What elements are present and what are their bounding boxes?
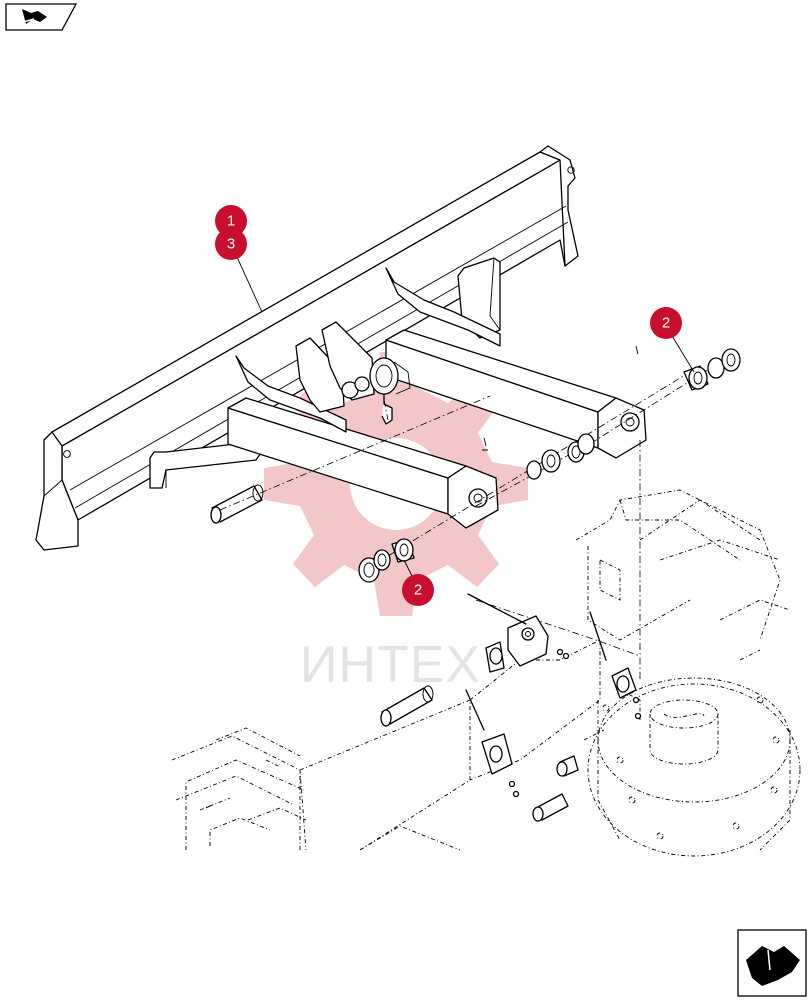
callout-2-left-label: 2	[414, 582, 422, 599]
callout-3[interactable]: 3	[215, 228, 247, 260]
callout-2-left[interactable]: 2	[402, 574, 434, 606]
watermark-text: ИНТЕХ	[300, 636, 481, 694]
next-page-icon[interactable]	[5, 3, 78, 31]
left-pin-parts	[358, 449, 561, 583]
undercarriage	[171, 489, 801, 857]
callout-3-label: 3	[227, 236, 235, 253]
dozer-blade	[35, 145, 647, 551]
callout-2-right-label: 2	[662, 315, 670, 332]
callout-1-label: 1	[227, 213, 235, 230]
callout-1[interactable]: 1	[215, 205, 247, 237]
previous-page-icon[interactable]	[737, 929, 807, 997]
right-pin-parts	[567, 348, 741, 463]
callout-2-right[interactable]: 2	[650, 307, 682, 339]
